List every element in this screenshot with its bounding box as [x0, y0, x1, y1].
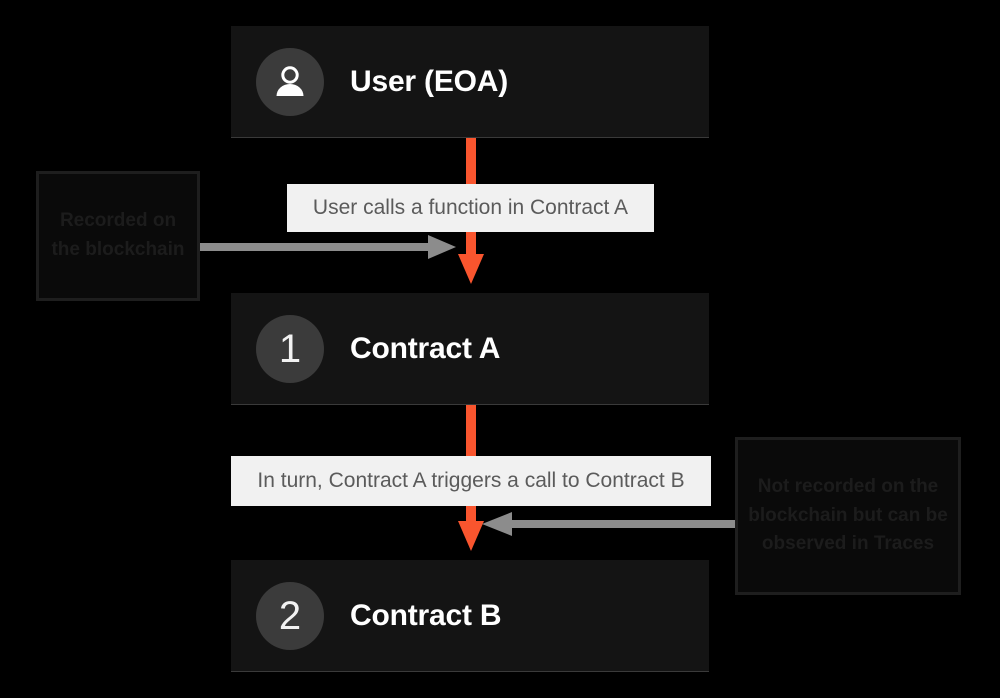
step-number-2: 2 [278, 593, 302, 638]
node-user-label: User (EOA) [350, 64, 509, 98]
user-avatar-badge [256, 47, 324, 116]
node-user[interactable]: User (EOA) [231, 26, 709, 138]
step-number-badge-2: 2 [256, 581, 324, 650]
callout-not-recorded-text: Not recorded on the blockchain but can b… [748, 475, 948, 555]
callout-recorded-text: Recorded on the blockchain [51, 210, 185, 260]
node-contract-b[interactable]: 2 Contract B [231, 560, 709, 672]
step-number-1: 1 [278, 326, 302, 371]
callout-recorded-on-blockchain: Recorded on the blockchain [36, 171, 200, 301]
edge-label-contract-a-to-contract-b: In turn, Contract A triggers a call to C… [231, 456, 711, 506]
node-contract-a-label: Contract A [350, 331, 501, 365]
node-contract-a[interactable]: 1 Contract A [231, 293, 709, 405]
edge-label-user-to-contract-a: User calls a function in Contract A [287, 184, 654, 232]
callout-not-recorded-on-blockchain: Not recorded on the blockchain but can b… [735, 437, 961, 595]
step-number-badge-1: 1 [256, 314, 324, 383]
callout-pointer-arrow-recorded [200, 231, 458, 263]
node-contract-b-label: Contract B [350, 598, 502, 632]
person-icon [276, 65, 304, 96]
callout-pointer-arrow-not-recorded [478, 508, 740, 540]
